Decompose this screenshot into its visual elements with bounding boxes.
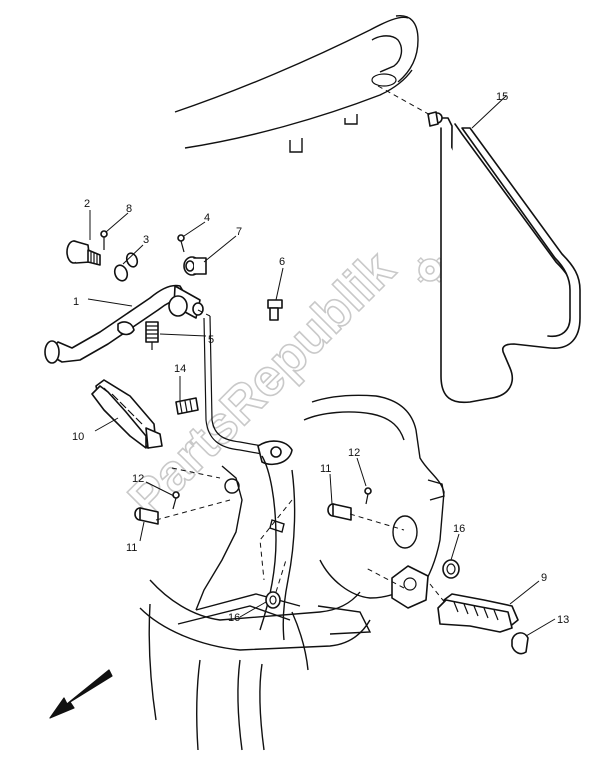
callout-labels: 1 2 3 4 5 6 7 8 9 10 11 11 12 12 13 14 1…	[72, 91, 569, 626]
brake-pedal	[44, 284, 204, 364]
callout-15: 15	[496, 91, 508, 103]
rod-spring	[175, 397, 199, 415]
callout-1: 1	[73, 296, 79, 308]
right-pin-12	[364, 487, 372, 505]
pin-4	[177, 234, 185, 253]
callout-6: 6	[279, 256, 285, 268]
leader-15-dash	[377, 85, 433, 117]
callout-9: 9	[541, 572, 547, 584]
left-pin-12	[172, 491, 180, 510]
callout-16-left: 16	[228, 612, 240, 624]
collar	[183, 256, 207, 276]
assembly-lines	[155, 309, 447, 605]
callout-7: 7	[236, 226, 242, 238]
left-bolt-11	[134, 507, 159, 525]
callout-3: 3	[143, 234, 149, 246]
right-footrest-bracket	[391, 565, 429, 609]
callout-11-left: 11	[126, 542, 137, 554]
right-footrest	[437, 593, 519, 633]
washers	[113, 252, 139, 282]
brake-pivot-bolt	[66, 240, 101, 266]
callout-14: 14	[174, 363, 186, 375]
cotter-pin	[100, 230, 108, 250]
return-spring	[145, 321, 159, 350]
clip-13	[511, 632, 529, 655]
callout-4: 4	[204, 212, 210, 224]
callout-16-right: 16	[453, 523, 465, 535]
right-collar-16	[442, 559, 460, 579]
right-bolt-11	[327, 503, 352, 521]
frame-outline	[139, 394, 445, 751]
adjuster-bolt	[267, 299, 283, 321]
callout-2: 2	[84, 198, 90, 210]
callout-8: 8	[126, 203, 132, 215]
callout-12-right: 12	[348, 447, 360, 459]
brake-rod	[203, 315, 293, 466]
front-arrow-icon	[49, 669, 113, 719]
left-collar-16	[265, 591, 281, 609]
callout-11-right: 11	[320, 463, 331, 475]
watermark: PartsRepublik	[117, 239, 407, 529]
leader-lines	[87, 95, 556, 637]
left-footrest	[91, 379, 163, 449]
callout-5: 5	[208, 334, 214, 346]
rear-fender	[174, 15, 419, 153]
callout-12-left: 12	[132, 473, 144, 485]
watermark-text: PartsRepublik	[117, 240, 405, 528]
callout-13: 13	[557, 614, 569, 626]
stay-bracket	[427, 111, 581, 404]
callout-10: 10	[72, 431, 84, 443]
